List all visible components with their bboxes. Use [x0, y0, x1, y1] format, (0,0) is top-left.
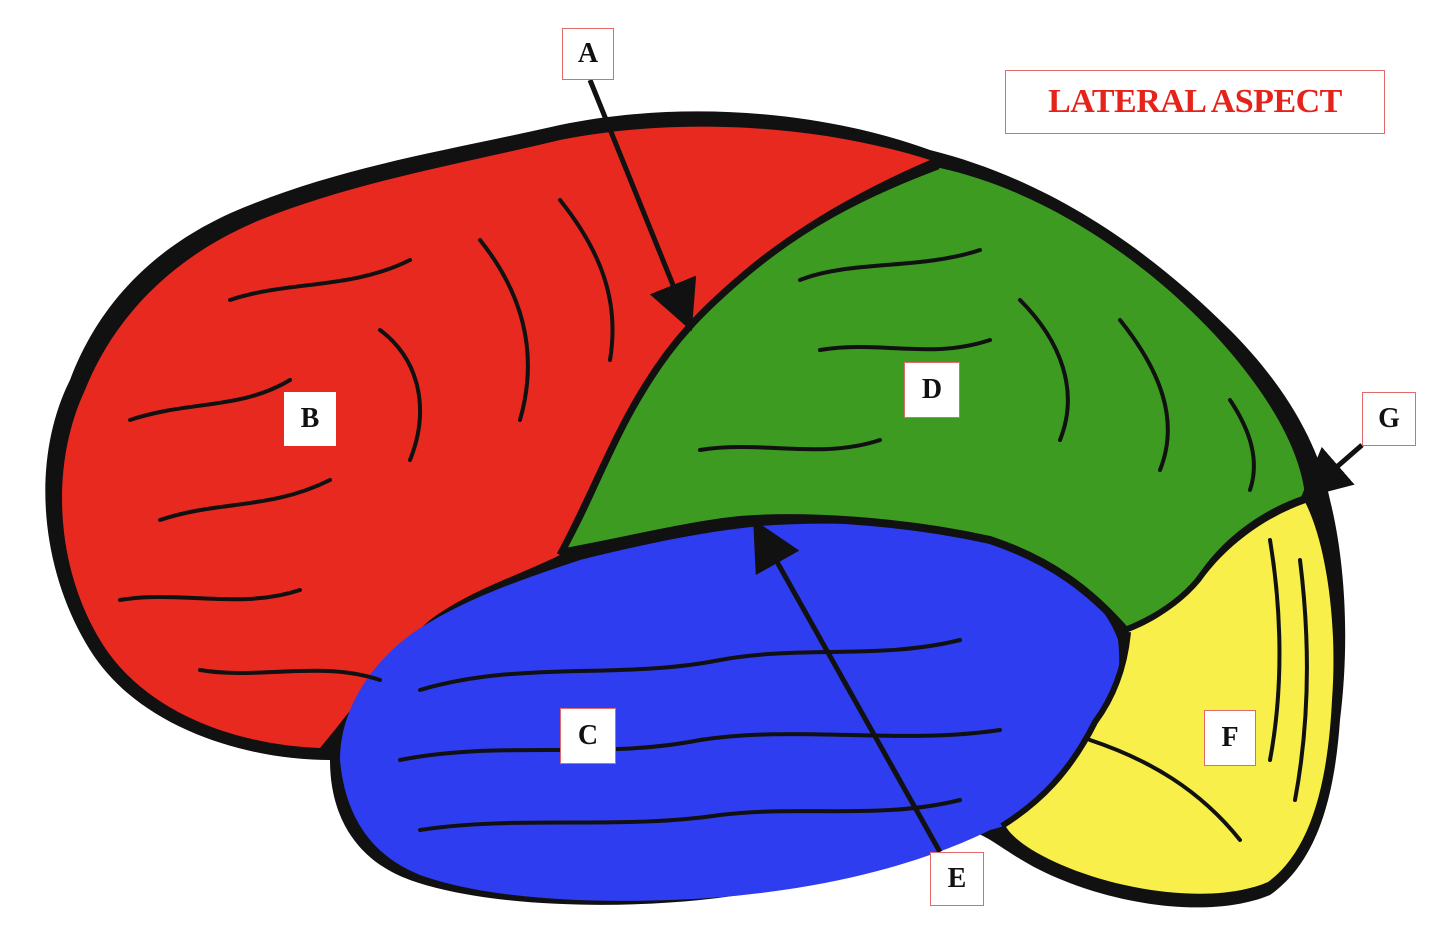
- lateral-sulcus-line: [564, 514, 1129, 633]
- arrow-g: [1300, 443, 1364, 499]
- label-e: E: [930, 852, 984, 906]
- sulci-lines: [118, 198, 1309, 842]
- arrow-a: [587, 79, 697, 332]
- label-b: B: [284, 392, 336, 446]
- temporo-occipital-line: [1000, 631, 1131, 829]
- label-g: G: [1362, 392, 1416, 446]
- diagram-title: LATERAL ASPECT: [1048, 83, 1342, 120]
- title-box: LATERAL ASPECT: [1005, 70, 1385, 134]
- arrow-e: [753, 519, 943, 854]
- region-b: [62, 126, 930, 748]
- central-sulcus-line: [556, 162, 940, 557]
- label-a: A: [562, 28, 614, 80]
- parieto-occipital-line: [1123, 497, 1307, 633]
- label-f: F: [1204, 710, 1256, 766]
- label-d: D: [904, 362, 960, 418]
- label-c: C: [560, 708, 616, 764]
- region-f: [1005, 502, 1334, 894]
